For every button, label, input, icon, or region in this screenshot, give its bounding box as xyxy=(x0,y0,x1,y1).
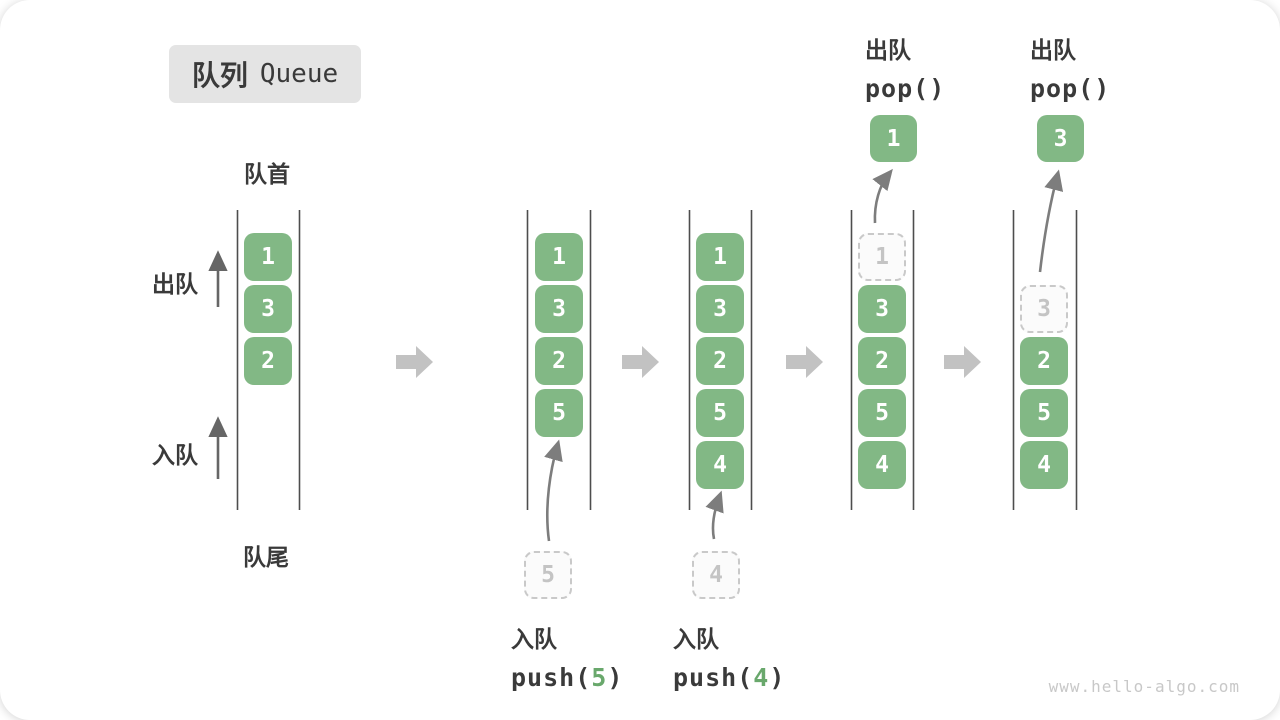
queue-item: 5 xyxy=(696,389,744,437)
queue-item: 2 xyxy=(244,337,292,385)
queue-item: 2 xyxy=(858,337,906,385)
pop2-label-fn: pop() xyxy=(1030,74,1111,103)
enqueue-side-label: 入队 xyxy=(152,442,198,468)
queue-item: 5 xyxy=(858,389,906,437)
queue-item: 1 xyxy=(535,233,583,281)
push5-label-fn: push(5) xyxy=(511,663,623,692)
push4-label: 入队 push(4) xyxy=(673,620,785,692)
queue-channel-walls xyxy=(236,210,1078,510)
pop1-label-zh: 出队 xyxy=(865,37,911,63)
pop1-label-fn: pop() xyxy=(865,74,946,103)
pop2-label-zh: 出队 xyxy=(1030,37,1076,63)
push5-fn-pre: push( xyxy=(511,663,592,692)
queue-item: 2 xyxy=(696,337,744,385)
queue-item: 2 xyxy=(535,337,583,385)
push4-label-fn: push(4) xyxy=(673,663,785,692)
watermark: www.hello-algo.com xyxy=(1048,677,1240,696)
queue-rear-label: 队尾 xyxy=(243,544,289,570)
incoming-item-placeholder: 5 xyxy=(524,551,572,599)
queue-front-label: 队首 xyxy=(244,161,290,187)
queue-item: 4 xyxy=(696,441,744,489)
incoming-item-placeholder: 4 xyxy=(692,551,740,599)
pop2-arrow xyxy=(1038,169,1064,273)
title-zh: 队列 xyxy=(191,60,248,91)
pop2-label: 出队 pop() xyxy=(1030,31,1110,103)
popped-item: 3 xyxy=(1037,115,1084,162)
removed-item-placeholder: 1 xyxy=(858,233,906,281)
block-arrow-1 xyxy=(396,346,433,378)
push4-arrow xyxy=(705,490,724,540)
queue-item: 1 xyxy=(244,233,292,281)
push5-fn-arg: 5 xyxy=(591,663,608,692)
removed-item-placeholder: 3 xyxy=(1020,285,1068,333)
queue-item: 3 xyxy=(244,285,292,333)
push5-fn-post: ) xyxy=(607,663,624,692)
queue-item: 3 xyxy=(858,285,906,333)
title-en: Queue xyxy=(259,59,339,89)
push4-fn-pre: push( xyxy=(673,663,754,692)
title-badge: 队列 Queue xyxy=(169,45,361,103)
block-arrow-4 xyxy=(944,346,981,378)
operation-arrows xyxy=(544,168,1064,542)
push5-label-zh: 入队 xyxy=(511,626,557,652)
queue-item: 2 xyxy=(1020,337,1068,385)
push5-arrow xyxy=(544,439,563,542)
queue-item: 4 xyxy=(1020,441,1068,489)
queue-item: 5 xyxy=(535,389,583,437)
state-transition-arrows xyxy=(396,346,981,378)
pop1-label: 出队 pop() xyxy=(865,31,945,103)
queue-item: 4 xyxy=(858,441,906,489)
pop1-arrow xyxy=(872,168,893,224)
queue-item: 5 xyxy=(1020,389,1068,437)
block-arrow-2 xyxy=(622,346,659,378)
queue-item: 3 xyxy=(535,285,583,333)
popped-item: 1 xyxy=(870,115,917,162)
dequeue-side-label: 出队 xyxy=(152,271,198,297)
push4-label-zh: 入队 xyxy=(673,626,719,652)
block-arrow-3 xyxy=(786,346,823,378)
push4-fn-post: ) xyxy=(769,663,786,692)
push4-fn-arg: 4 xyxy=(753,663,770,692)
queue-item: 1 xyxy=(696,233,744,281)
queue-item: 3 xyxy=(696,285,744,333)
push5-label: 入队 push(5) xyxy=(511,620,623,692)
